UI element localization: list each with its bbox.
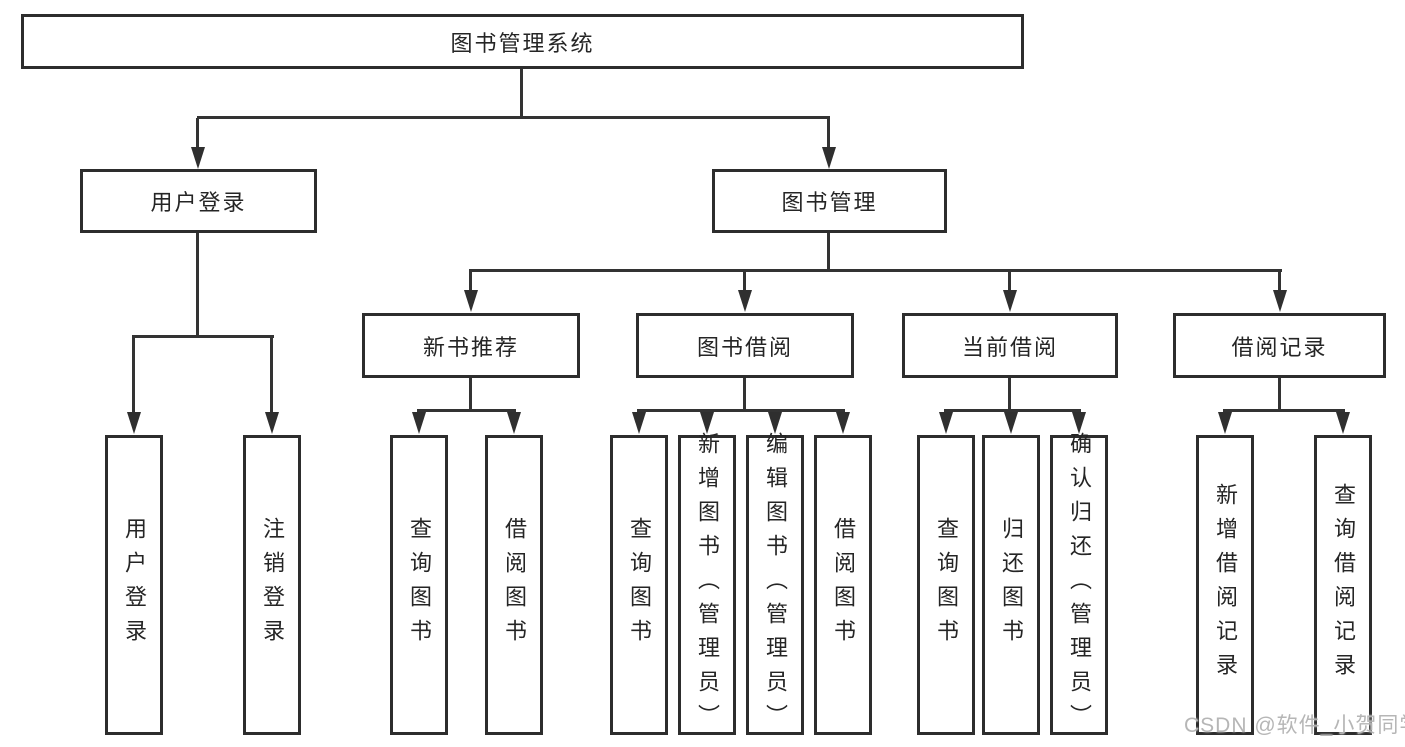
leaf-query-books-recommend: 查询图书 <box>390 435 448 735</box>
connector-line <box>743 378 746 411</box>
connector-line <box>270 336 273 416</box>
connector-arrowhead <box>836 412 850 434</box>
connector-arrowhead <box>1003 290 1017 312</box>
connector-line <box>196 118 199 152</box>
connector-line <box>132 335 274 338</box>
connector-arrowhead <box>1072 412 1086 434</box>
connector-line <box>520 69 523 118</box>
connector-line <box>469 270 472 295</box>
node-borrowing-records: 借阅记录 <box>1173 313 1386 378</box>
node-label: 用户登录 <box>150 190 247 215</box>
leaf-add-books-admin: 新增图书（管理员） <box>678 432 736 738</box>
leaf-query-borrow-record: 查询借阅记录 <box>1314 435 1372 735</box>
connector-arrowhead <box>191 147 205 169</box>
leaf-logout-login: 注销登录 <box>243 435 301 735</box>
node-label: 新增图书（管理员） <box>695 432 720 738</box>
node-label: 新增借阅记录 <box>1213 483 1238 687</box>
connector-line <box>1008 378 1011 411</box>
node-label: 新书推荐 <box>422 334 519 360</box>
leaf-query-books-current: 查询图书 <box>917 435 975 735</box>
connector-line <box>469 269 1282 272</box>
connector-arrowhead <box>939 412 953 434</box>
connector-arrowhead <box>822 147 836 169</box>
node-label: 查询图书 <box>627 517 652 653</box>
connector-arrowhead <box>1273 290 1287 312</box>
connector-line <box>637 409 845 412</box>
node-label: 归还图书 <box>999 517 1024 653</box>
node-label: 借阅图书 <box>831 517 856 653</box>
leaf-user-login: 用户登录 <box>105 435 163 735</box>
connector-line <box>469 378 472 411</box>
connector-arrowhead <box>127 412 141 434</box>
connector-arrowhead <box>1004 412 1018 434</box>
node-label: 确认归还（管理员） <box>1067 432 1092 738</box>
connector-arrowhead <box>507 412 521 434</box>
node-label: 图书管理系统 <box>450 30 595 56</box>
connector-line <box>1278 270 1281 295</box>
connector-arrowhead <box>700 412 714 434</box>
leaf-return-books: 归还图书 <box>982 435 1040 735</box>
connector-line <box>827 118 830 152</box>
leaf-borrow-books: 借阅图书 <box>814 435 872 735</box>
connector-arrowhead <box>265 412 279 434</box>
leaf-borrow-books-recommend: 借阅图书 <box>485 435 543 735</box>
leaf-add-borrow-record: 新增借阅记录 <box>1196 435 1254 735</box>
node-current-borrowing: 当前借阅 <box>902 313 1118 378</box>
node-label: 编辑图书（管理员） <box>763 432 788 738</box>
node-label: 查询图书 <box>407 517 432 653</box>
node-label: 图书借阅 <box>696 334 793 360</box>
node-book-management: 图书管理 <box>712 169 947 233</box>
connector-line <box>1223 409 1345 412</box>
node-label: 查询图书 <box>934 517 959 653</box>
leaf-edit-books-admin: 编辑图书（管理员） <box>746 432 804 738</box>
leaf-query-books-borrowing: 查询图书 <box>610 435 668 735</box>
connector-line <box>132 336 135 416</box>
node-new-book-recommendation: 新书推荐 <box>362 313 580 378</box>
node-label: 图书管理 <box>781 190 878 215</box>
connector-arrowhead <box>412 412 426 434</box>
connector-arrowhead <box>768 412 782 434</box>
connector-line <box>1278 378 1281 411</box>
connector-arrowhead <box>632 412 646 434</box>
node-label: 借阅图书 <box>502 517 527 653</box>
node-label: 注销登录 <box>260 517 285 653</box>
node-label: 查询借阅记录 <box>1331 483 1356 687</box>
node-library-management-system: 图书管理系统 <box>21 14 1024 69</box>
connector-arrowhead <box>1336 412 1350 434</box>
connector-arrowhead <box>1218 412 1232 434</box>
node-label: 用户登录 <box>122 517 147 653</box>
connector-line <box>417 409 516 412</box>
connector-line <box>827 233 830 272</box>
connector-line <box>944 409 1081 412</box>
connector-line <box>197 116 830 119</box>
connector-line <box>196 233 199 338</box>
connector-arrowhead <box>464 290 478 312</box>
connector-line <box>743 270 746 295</box>
node-label: 借阅记录 <box>1231 334 1328 360</box>
connector-line <box>1008 270 1011 295</box>
node-label: 当前借阅 <box>961 334 1058 360</box>
leaf-confirm-return-admin: 确认归还（管理员） <box>1050 432 1108 738</box>
connector-arrowhead <box>738 290 752 312</box>
watermark-text: CSDN @软件_小贺同学 <box>1184 714 1405 737</box>
node-book-borrowing: 图书借阅 <box>636 313 854 378</box>
node-user-login: 用户登录 <box>80 169 317 233</box>
